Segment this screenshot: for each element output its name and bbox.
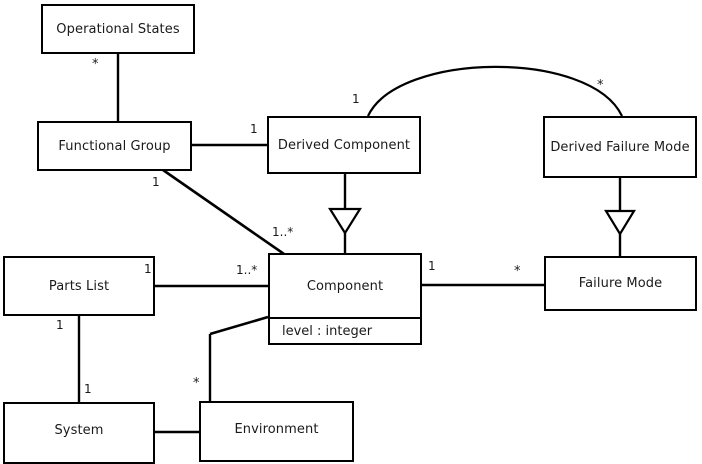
class-box-parts-list[interactable]: Parts List — [3, 256, 155, 316]
class-name-component: Component — [306, 278, 384, 294]
multiplicity-functional-group-component-source: 1 — [152, 175, 160, 189]
multiplicity-parts-list-component-source: 1 — [144, 262, 152, 276]
class-name-functional-group: Functional Group — [58, 138, 171, 154]
generalization-triangle-failure-mode — [604, 209, 636, 237]
class-name-derived-component: Derived Component — [277, 137, 411, 153]
multiplicity-parts-list-system-target: 1 — [84, 382, 92, 396]
class-box-system[interactable]: System — [3, 402, 155, 464]
multiplicity-environment-component: * — [193, 376, 200, 391]
multiplicity-arc-derived-component-end: 1 — [352, 92, 360, 106]
edge-derived-component-derived-failure-mode-arc — [367, 65, 623, 117]
multiplicity-parts-list-component-target: 1..* — [236, 263, 258, 277]
class-box-functional-group[interactable]: Functional Group — [37, 121, 192, 171]
class-box-component[interactable]: Component level : integer — [268, 253, 422, 345]
multiplicity-derived-component-source: 1 — [250, 122, 258, 136]
class-box-operational-states[interactable]: Operational States — [41, 4, 195, 54]
multiplicity-parts-list-system-source: 1 — [56, 318, 64, 332]
class-box-environment[interactable]: Environment — [199, 401, 354, 462]
class-box-derived-component[interactable]: Derived Component — [267, 116, 421, 174]
class-box-failure-mode[interactable]: Failure Mode — [544, 256, 697, 311]
class-name-failure-mode: Failure Mode — [578, 276, 663, 291]
multiplicity-component-failure-mode-target: * — [514, 264, 521, 279]
class-attribute-component-level: level : integer — [270, 317, 420, 343]
multiplicity-arc-derived-failure-mode-end: * — [597, 78, 604, 93]
multiplicity-component-failure-mode-source: 1 — [428, 259, 436, 273]
edge-environment-component-diagonal — [209, 315, 269, 336]
class-box-derived-failure-mode[interactable]: Derived Failure Mode — [543, 116, 697, 178]
generalization-triangle-component — [328, 207, 362, 236]
edge-functional-group-component — [162, 168, 285, 256]
multiplicity-functional-group-component-target: 1..* — [272, 225, 294, 239]
class-name-system: System — [54, 422, 104, 438]
class-name-parts-list: Parts List — [48, 278, 110, 294]
class-name-operational-states: Operational States — [56, 21, 180, 37]
class-name-environment: Environment — [234, 422, 319, 437]
multiplicity-operational-states: * — [92, 57, 99, 72]
class-name-derived-failure-mode: Derived Failure Mode — [550, 139, 690, 155]
